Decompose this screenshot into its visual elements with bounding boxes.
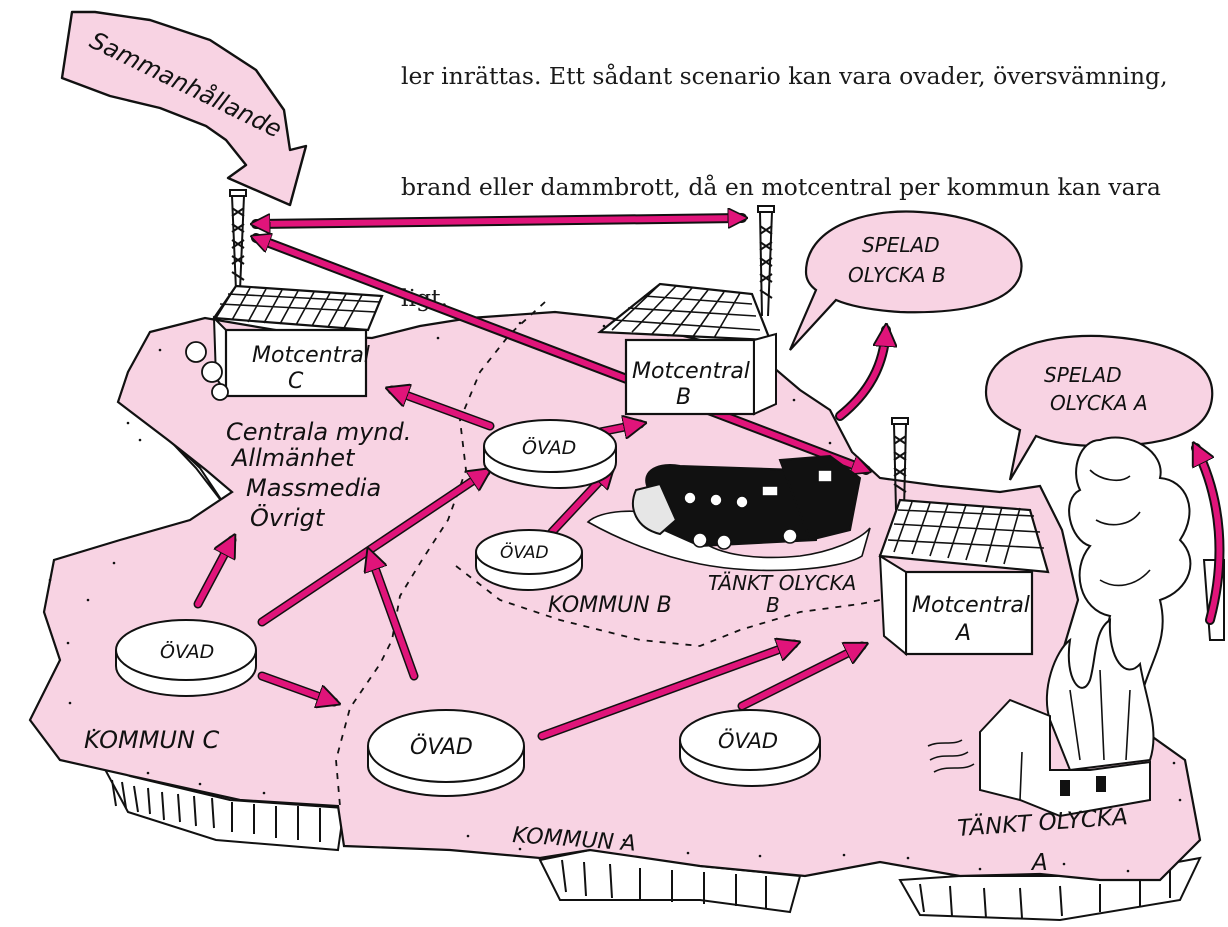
stipple-dot (978, 867, 982, 871)
stipple-dot (146, 771, 150, 775)
disc-label: ÖVAD (522, 436, 576, 459)
stipple-dot (158, 348, 162, 352)
motcentral-b-line1: Motcentral (632, 359, 750, 384)
stipple-dot (842, 853, 846, 857)
disc-label: ÖVAD (500, 541, 549, 563)
incident-a-line2: A (1030, 850, 1048, 876)
stipple-dot (1126, 869, 1130, 873)
tanker-wagon-icon (586, 454, 871, 572)
stipple-dot (792, 398, 796, 402)
stipple-dot (518, 847, 522, 851)
motcentral-a-line2: A (954, 621, 971, 646)
region-label-b: KOMMUN B (548, 593, 672, 618)
speech-bubble-b (788, 210, 1023, 351)
stipple-dot (262, 791, 266, 795)
central-list-item: Centrala mynd. (226, 418, 411, 446)
flow-arrow (195, 540, 232, 607)
speech-bubble-a (984, 334, 1214, 481)
stipple-dot (138, 438, 142, 442)
region-label-c: KOMMUN C (84, 726, 220, 754)
central-list-item: Övrigt (250, 503, 326, 532)
stipple-dot (92, 728, 96, 732)
stipple-dot (86, 598, 90, 602)
stipple-dot (66, 641, 70, 645)
stipple-dot (686, 851, 690, 855)
motcentral-c-line2: C (288, 369, 304, 394)
disc-label: ÖVAD (160, 640, 214, 663)
antenna-towers (229, 189, 909, 511)
stipple-dot (1062, 862, 1066, 866)
disc-label: ÖVAD (410, 734, 473, 760)
stipple-dot (436, 336, 440, 340)
bubble-a-line1: SPELAD (1044, 363, 1122, 387)
sammanhallande-banner-arrow (60, 10, 308, 207)
stipple-dot (758, 854, 762, 858)
stipple-dot (68, 701, 72, 705)
house-motcentral-b (597, 282, 777, 416)
burning-building-icon (927, 436, 1192, 818)
stipple-dot (622, 838, 626, 842)
house-motcentral-a (878, 498, 1050, 657)
stipple-dot (828, 441, 832, 445)
motcentral-a-line1: Motcentral (912, 593, 1030, 618)
stipple-dot (198, 782, 202, 786)
flow-arrow (370, 554, 417, 679)
shrub-icon (185, 341, 229, 401)
antenna-a (891, 417, 909, 511)
bubble-b-line2: OLYCKA B (848, 263, 946, 287)
ovad-disc (483, 419, 617, 490)
flow-arrow (259, 673, 334, 702)
antenna-b (757, 205, 775, 317)
disc-label: ÖVAD (718, 728, 778, 753)
flow-arrow (539, 644, 794, 739)
central-list-item: Allmänhet (230, 444, 356, 472)
arrow-to-bubble-b (837, 330, 886, 419)
ovad-disc (475, 529, 583, 592)
bubble-a-line2: OLYCKA A (1050, 391, 1148, 415)
stipple-dot (906, 856, 910, 860)
stipple-dot (112, 561, 116, 565)
body-paragraph: ler inrättas. Ett sådant scenario kan va… (401, 0, 1228, 354)
stipple-dot (126, 421, 130, 425)
link-arrow-c-to-a (256, 238, 866, 470)
arrow-to-bubble-a (1196, 448, 1223, 623)
stipple-dot (48, 578, 52, 582)
house-motcentral-c (212, 284, 384, 398)
motcentral-b-line2: B (676, 385, 691, 410)
flow-arrow (392, 390, 493, 429)
ovad-disc (115, 619, 257, 698)
paragraph-line: brand eller dammbrott, då en motcentral … (401, 173, 1161, 201)
antenna-c (229, 189, 247, 291)
incident-b-line1: TÄNKT OLYCKA (708, 571, 856, 595)
flow-arrow (739, 646, 862, 709)
stipple-dot (466, 834, 470, 838)
incident-b-line2: B (766, 593, 780, 617)
stipple-dot (1172, 761, 1176, 765)
stipple-dot (1178, 798, 1182, 802)
link-arrow-c-to-b (256, 218, 742, 224)
central-list-item: Massmedia (246, 474, 381, 502)
ovad-disc (367, 709, 525, 798)
paragraph-line: ler inrättas. Ett sådant scenario kan va… (401, 62, 1168, 90)
motcentral-c-line1: Motcentral (252, 343, 370, 368)
ovad-disc (679, 709, 821, 788)
bubble-b-line1: SPELAD (862, 233, 940, 257)
